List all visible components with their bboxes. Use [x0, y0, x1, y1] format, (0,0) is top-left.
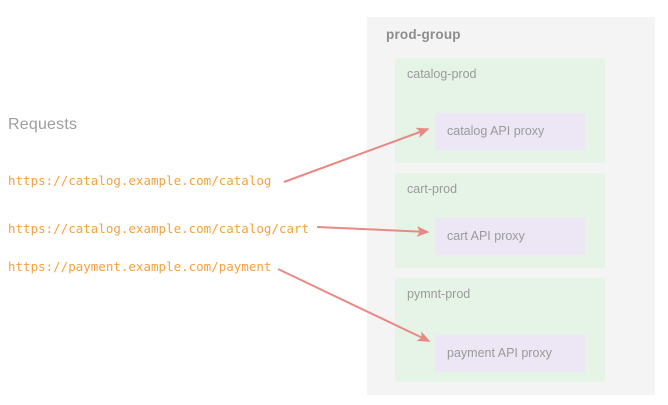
proxy-box-cart-api-proxy: cart API proxy: [435, 218, 585, 255]
group-title: prod-group: [386, 27, 461, 42]
request-url-catalog: https://catalog.example.com/catalog: [8, 173, 272, 188]
request-url-catalog-cart: https://catalog.example.com/catalog/cart: [8, 221, 310, 236]
group-panel-prod-group: prod-group catalog-prod catalog API prox…: [367, 17, 655, 395]
request-url-payment: https://payment.example.com/payment: [8, 259, 272, 274]
proxy-box-payment-api-proxy: payment API proxy: [435, 335, 585, 372]
proxy-box-catalog-api-proxy: catalog API proxy: [435, 113, 585, 150]
environment-label-cart-prod: cart-prod: [407, 182, 458, 196]
environment-panel-pymnt-prod: pymnt-prod payment API proxy: [395, 278, 605, 382]
environment-panel-cart-prod: cart-prod cart API proxy: [395, 173, 605, 268]
requests-heading: Requests: [8, 116, 78, 133]
proxy-label-cart-api-proxy: cart API proxy: [447, 229, 525, 243]
environment-label-catalog-prod: catalog-prod: [407, 67, 477, 81]
proxy-label-payment-api-proxy: payment API proxy: [447, 346, 552, 360]
proxy-label-catalog-api-proxy: catalog API proxy: [447, 124, 545, 138]
environment-panel-catalog-prod: catalog-prod catalog API proxy: [395, 58, 605, 163]
environment-label-pymnt-prod: pymnt-prod: [407, 287, 471, 301]
